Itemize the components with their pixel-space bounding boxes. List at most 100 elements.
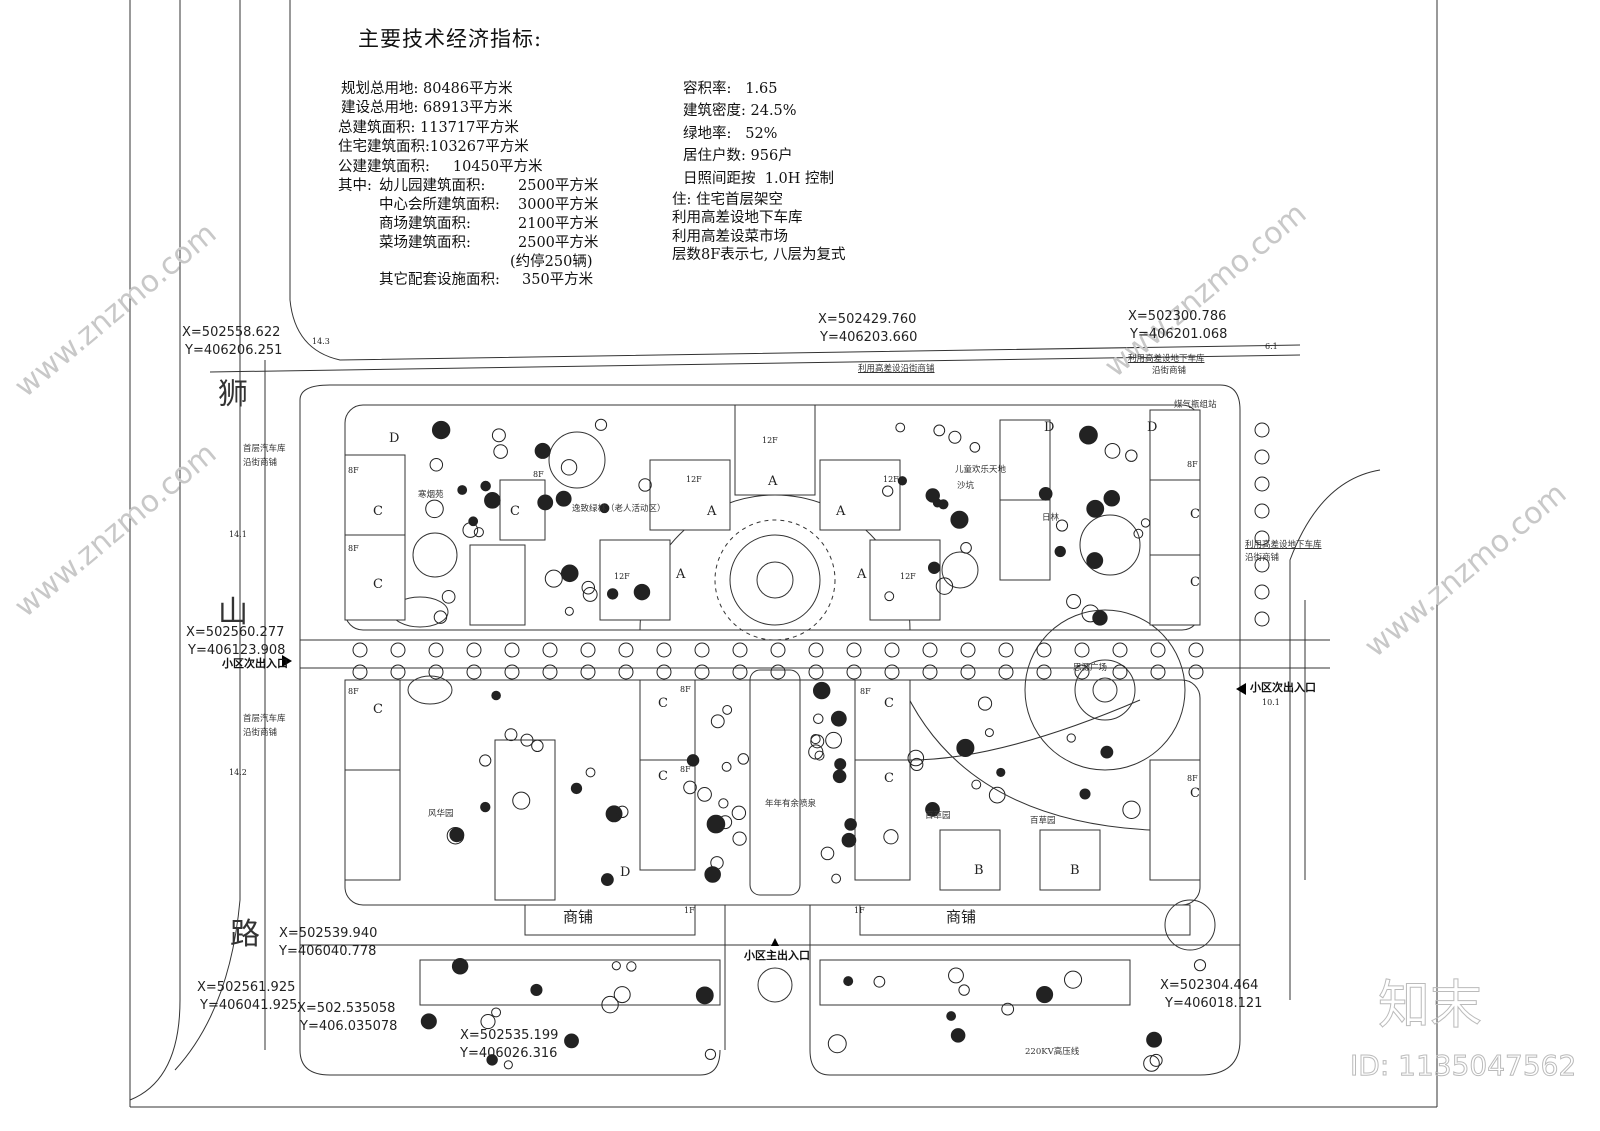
street-tree-icon (770, 664, 786, 680)
tree-icon (531, 739, 544, 753)
street-tree-icon (1254, 422, 1270, 438)
floor-label: 12F (900, 572, 916, 581)
area-yizhi: 逸致绿林（老人活动区） (572, 504, 666, 514)
tree-icon (605, 805, 623, 823)
area-rilin: 日林 (1042, 513, 1060, 523)
residential-building (869, 539, 941, 621)
tree-icon (512, 791, 531, 810)
tree-icon (600, 873, 614, 887)
tree-icon (1066, 594, 1082, 610)
tree-icon (834, 758, 847, 771)
maze (941, 551, 979, 589)
coord-y: Y=406203.660 (820, 330, 918, 345)
secondary-entrance-left: 小区次出入口 (222, 657, 288, 670)
tree-icon (616, 805, 629, 819)
breakdown-label: 菜场建筑面积: (379, 235, 471, 251)
tree-icon (843, 976, 854, 987)
tree-icon (984, 728, 994, 738)
indicator-density: 建筑密度: 24.5% (683, 103, 797, 119)
tree-icon (1092, 610, 1108, 626)
road-edge (129, 0, 181, 1101)
tree-icon (1066, 733, 1076, 743)
street-tree-icon (466, 642, 482, 658)
street-tree-icon (922, 642, 938, 658)
breakdown-value: 3000平方米 (518, 197, 599, 213)
street-tree-icon (618, 664, 634, 680)
building-type-label: A (836, 504, 846, 519)
tree-icon (1103, 490, 1121, 507)
street-tree-icon (1036, 642, 1052, 658)
tree-icon (813, 713, 824, 725)
floor-label: 8F (348, 687, 359, 696)
tree-icon (810, 733, 821, 745)
breakdown-label: 中心会所建筑面积: (379, 197, 500, 213)
building-type-label: A (768, 474, 778, 489)
coord-x: X=502304.464 (1160, 978, 1259, 993)
building-type-label: C (1190, 786, 1200, 801)
tree-icon (927, 561, 941, 574)
building-type-label: C (1190, 507, 1200, 522)
tree-icon (1079, 425, 1098, 445)
tree-icon (884, 591, 895, 602)
elevation-label: 14.3 (312, 337, 330, 346)
residential-building (1149, 479, 1201, 561)
rilin-circle (1079, 514, 1141, 576)
street-tree-icon (770, 642, 786, 658)
floor-label: 8F (860, 687, 871, 696)
street-tree-icon (466, 664, 482, 680)
floor-label: 1F (684, 906, 695, 915)
tree-icon (882, 485, 894, 497)
tree-icon (1140, 518, 1151, 528)
road-name-char: 山 (218, 595, 248, 630)
tree-icon (560, 459, 578, 476)
breakdown-label: 幼儿园建筑面积: (379, 178, 486, 194)
building-type-label: A (707, 504, 717, 519)
tree-icon (491, 1007, 502, 1018)
tree-icon (812, 681, 831, 700)
street-tree-icon (1254, 530, 1270, 546)
tree-icon (925, 488, 940, 503)
watermark-logo: 知末 (1377, 976, 1483, 1036)
road-edge (174, 0, 241, 1071)
tree-icon (420, 1013, 437, 1030)
building-type-label: C (510, 504, 520, 519)
area-hanyan: 寒烟苑 (418, 490, 444, 500)
tree-icon (491, 690, 501, 701)
coord-x: X=502535.199 (460, 1028, 559, 1043)
tree-icon (451, 958, 469, 975)
coord-x: X=502560.277 (186, 625, 285, 640)
tree-icon (1133, 528, 1144, 539)
tree-icon (1100, 745, 1114, 759)
residential-building (854, 759, 911, 881)
floor-label: 8F (348, 544, 359, 553)
street-tree-icon (656, 642, 672, 658)
tree-icon (977, 696, 993, 711)
tree-icon (948, 967, 964, 984)
residential-building (639, 759, 696, 871)
tree-icon (950, 510, 969, 529)
indicator-far: 容积率: 1.65 (683, 81, 778, 97)
tree-icon (1146, 1031, 1163, 1048)
tree-icon (1079, 788, 1091, 800)
tree-icon (1149, 1053, 1163, 1067)
tree-icon (710, 856, 724, 870)
breakdown-value: 2500平方米 (518, 178, 599, 194)
tree-icon (473, 527, 484, 538)
breakdown-label: 商场建筑面积: (379, 216, 471, 232)
street-tree-icon (390, 642, 406, 658)
elevation-label: 10.1 (1262, 698, 1280, 707)
tree-icon (449, 827, 465, 843)
residential-building (344, 769, 401, 881)
tree-icon (1001, 1002, 1015, 1016)
street-tree-icon (1150, 642, 1166, 658)
tree-icon (1086, 499, 1105, 518)
secondary-entrance-right: 小区次出入口 (1250, 681, 1316, 694)
tree-icon (732, 831, 747, 846)
area-gas-station: 煤气瓶组站 (1174, 400, 1217, 410)
floor-label: 12F (762, 436, 778, 445)
entry-arrow-right (1236, 683, 1246, 695)
street-tree-icon (960, 642, 976, 658)
floor-label: 12F (614, 572, 630, 581)
tree-icon (638, 478, 652, 492)
residential-building (344, 679, 401, 771)
